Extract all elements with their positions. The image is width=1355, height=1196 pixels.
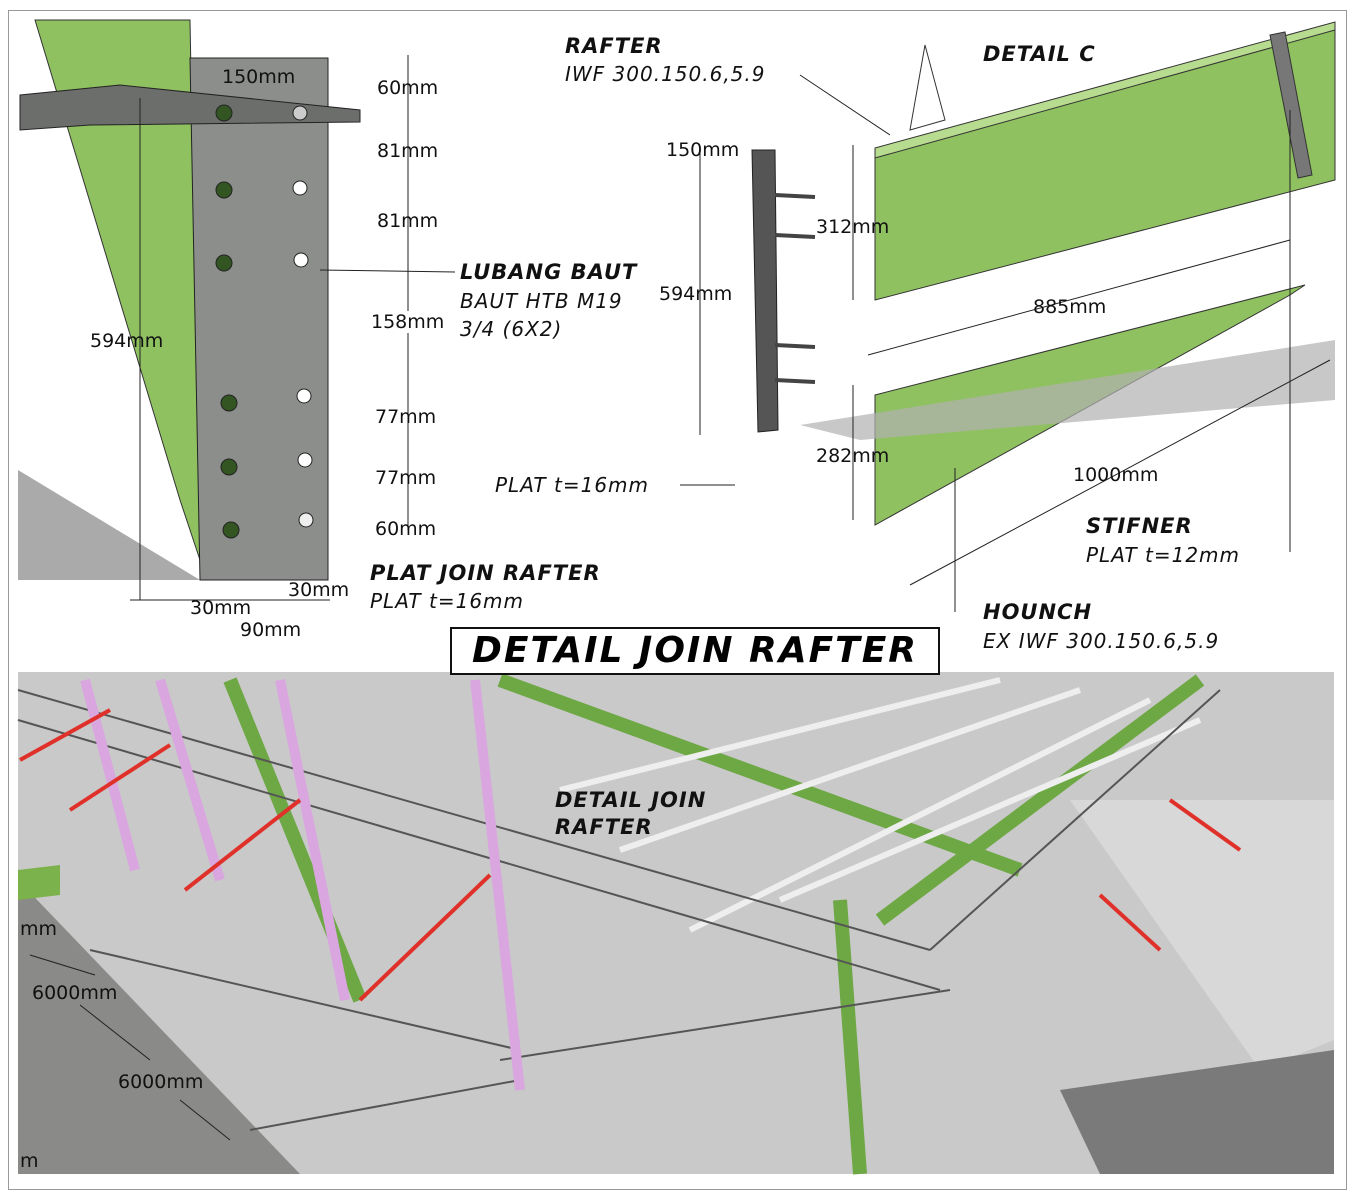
label-plat-join-rafter: PLAT JOIN RAFTER [370,561,601,585]
dim-building-1: 6000mm [32,982,118,1004]
ground-right [1060,1050,1334,1174]
bolt-holes [215,104,314,539]
dim-building-0: mm [20,918,58,940]
drawing-frame [8,10,1347,1190]
dim-plate-width: 150mm [222,66,296,88]
dim-hounch-length: 885mm [1033,296,1107,318]
label-hounch-spec: EX IWF 300.150.6,5.9 [983,629,1220,653]
flange-top [19,84,361,131]
hounch-shadow [800,340,1335,440]
label-detail-join-line2: RAFTER [555,815,653,839]
label-detail-c: DETAIL C [983,42,1096,66]
rafter-beam [874,24,1336,301]
dim-spacing-7: 60mm [375,518,437,540]
side-plate-stiffeners [774,193,816,384]
label-detail-join-line1: DETAIL JOIN [555,788,707,812]
dimension-lines [130,55,456,601]
stiffener-plate [1269,31,1313,179]
end-plate [189,57,329,581]
green-rafters [223,673,1205,1175]
building-dim-lines [29,954,231,1141]
dim-spacing-2: 81mm [377,140,439,162]
label-rafter-spec: IWF 300.150.6,5.9 [565,62,766,86]
grass [18,865,60,900]
page-title: DETAIL JOIN RAFTER [450,627,940,675]
dim-bottom-right: 30mm [288,579,350,601]
label-stifner-spec: PLAT t=12mm [1086,543,1241,567]
label-rafter: RAFTER [565,34,663,58]
rafter-dim-lines [799,74,1331,612]
pink-columns [80,678,525,1091]
dim-bottom-left: 30mm [190,597,252,619]
label-lubang-baut: LUBANG BAUT [460,260,638,284]
dim-side-width: 150mm [666,139,740,161]
dim-length: 1000mm [1073,464,1159,486]
dim-building-2: 6000mm [118,1071,204,1093]
label-stifner: STIFNER [1086,514,1193,538]
rafter-flange [874,21,1336,159]
dim-spacing-6: 77mm [375,467,437,489]
detail-c-plate [909,44,946,131]
label-hounch: HOUNCH [983,600,1093,624]
roof-deck [1070,800,1334,1070]
dim-spacing-5: 77mm [375,406,437,428]
dim-rafter-depth: 312mm [816,216,890,238]
label-baut-line2: 3/4 (6X2) [460,317,563,341]
dim-spacing-4: 158mm [371,311,445,333]
steel-grid [17,689,1221,1131]
label-baut-line1: BAUT HTB M19 [460,289,623,313]
shadow-floor [18,470,200,580]
dim-bottom-center: 90mm [240,619,302,641]
label-plat-join-rafter-spec: PLAT t=16mm [370,589,525,613]
ground [18,880,300,1174]
dim-plate-height: 594mm [90,330,164,352]
dim-hounch-depth: 282mm [816,445,890,467]
dim-spacing-1: 60mm [377,77,439,99]
dim-side-height: 594mm [659,283,733,305]
side-plate [751,149,779,433]
dim-spacing-3: 81mm [377,210,439,232]
purlins [559,677,1202,933]
red-braces [19,708,1242,1002]
label-plat-side: PLAT t=16mm [495,473,650,497]
dim-building-3: m [20,1150,39,1172]
